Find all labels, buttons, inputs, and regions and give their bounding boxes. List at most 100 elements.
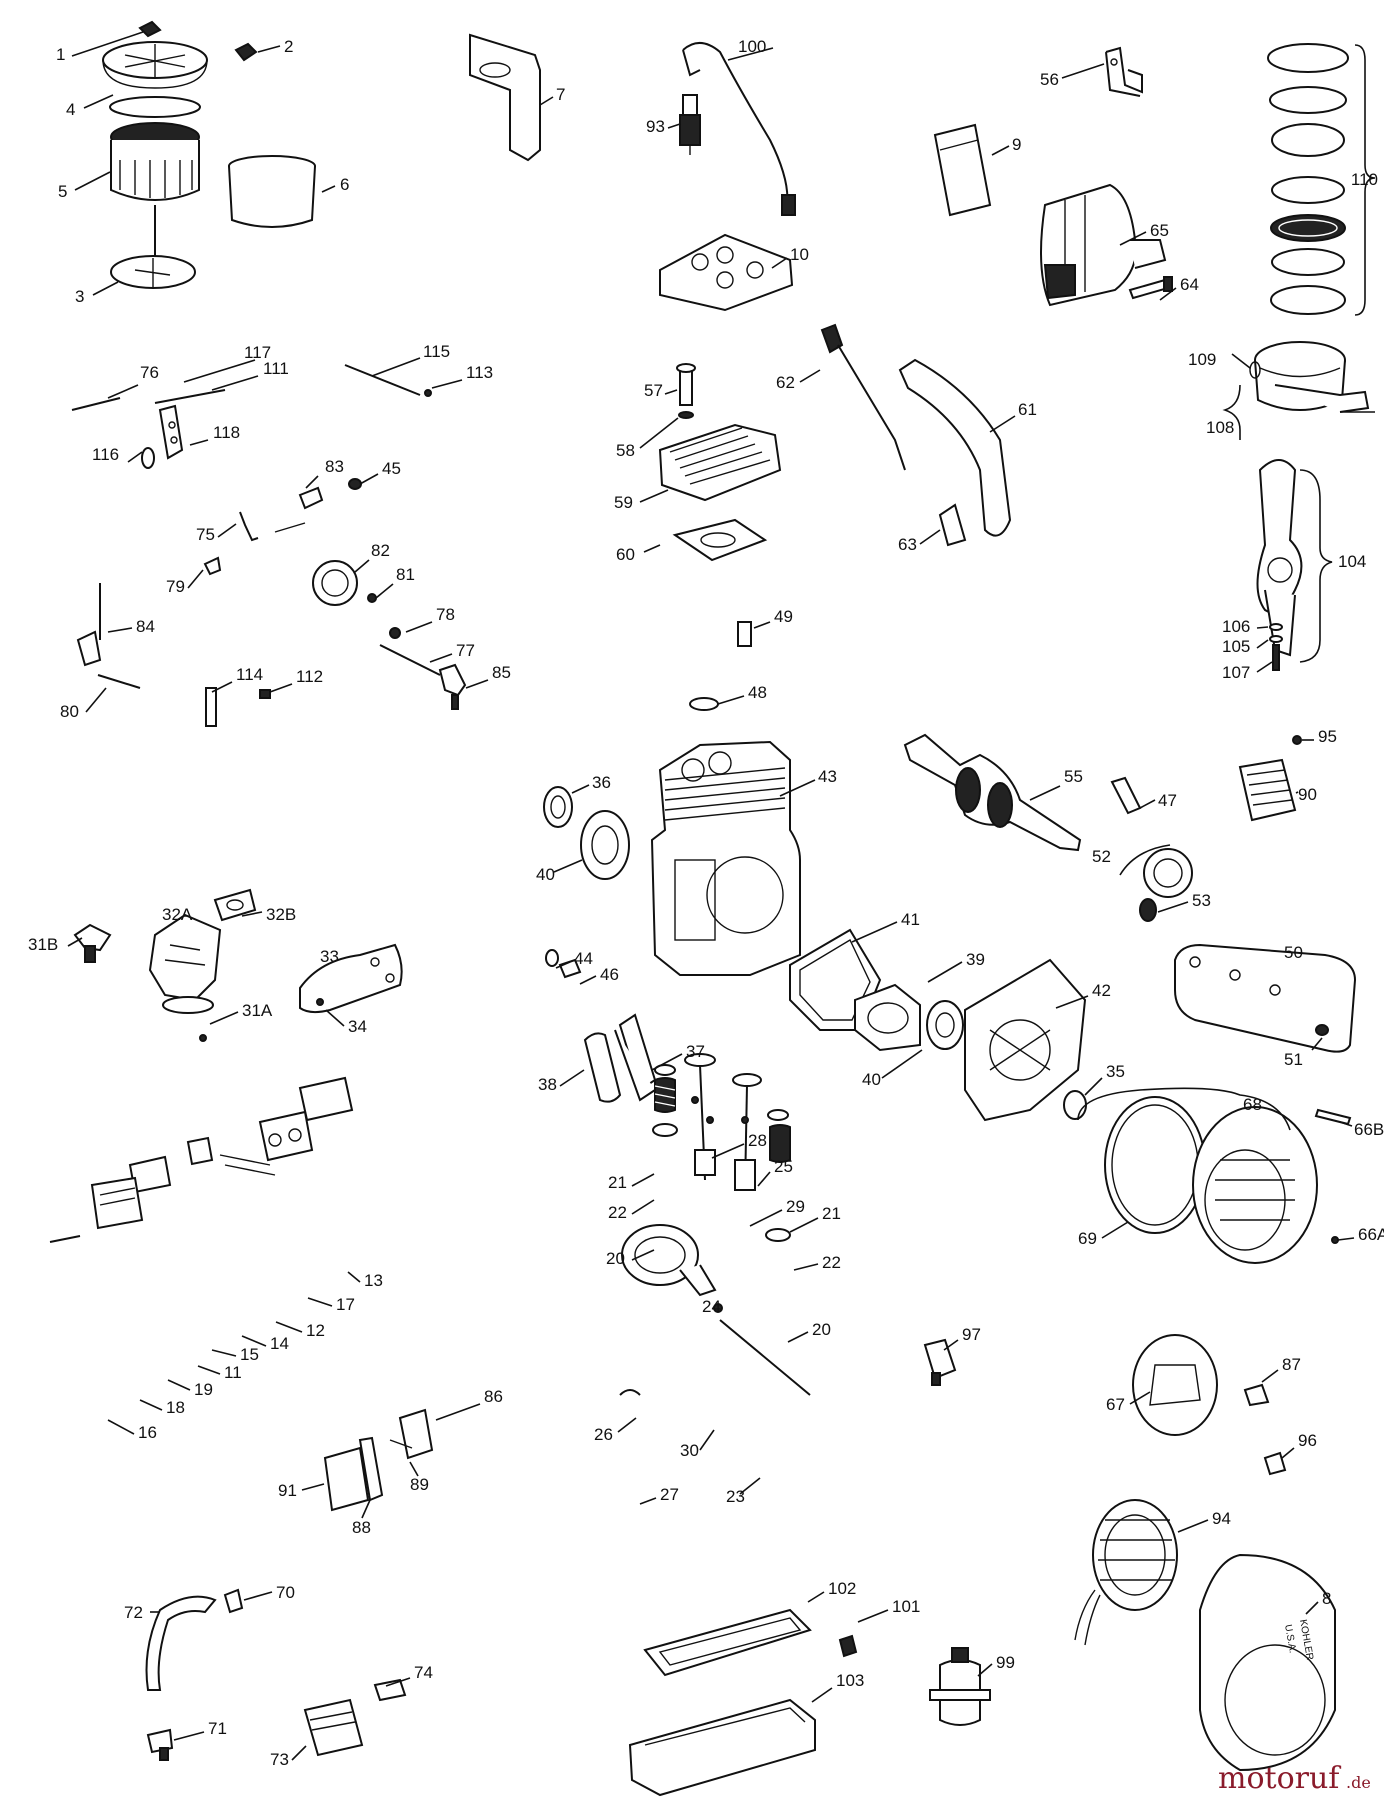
- leader-line-32B: [241, 911, 263, 917]
- leader-line-77: [429, 653, 453, 663]
- callout-21a: 21: [608, 1173, 627, 1192]
- callout-114: 114: [236, 665, 263, 684]
- oil-pan-gasket: [643, 1608, 812, 1677]
- leader-line-81: [375, 583, 394, 599]
- flywheel-ring-gear: [1104, 1096, 1206, 1234]
- air-cleaner-cover: [102, 20, 208, 89]
- valve-cover-38: [583, 1032, 622, 1103]
- callout-82: 82: [371, 541, 390, 560]
- cam-bushing: [689, 621, 752, 711]
- leader-line-105: [1256, 639, 1269, 649]
- leader-line-8: [1305, 1601, 1319, 1615]
- watermark-name: motoruf: [1218, 1761, 1341, 1796]
- callout-52: 52: [1092, 847, 1111, 866]
- callout-22a: 22: [608, 1203, 627, 1222]
- callout-112: 112: [296, 667, 323, 686]
- callout-30: 30: [680, 1441, 699, 1460]
- leader-line-85: [465, 679, 489, 689]
- air-cleaner-element: [110, 122, 200, 265]
- leader-line-42: [1055, 995, 1089, 1009]
- drain-plug: [838, 1634, 858, 1658]
- leader-line-91: [301, 1483, 325, 1491]
- leader-line-43: [779, 779, 816, 797]
- callout-34: 34: [348, 1017, 367, 1036]
- callout-4: 4: [66, 100, 75, 119]
- leader-line-28: [711, 1143, 745, 1159]
- fuel-line: [145, 1595, 217, 1691]
- callout-40b: 40: [862, 1070, 881, 1089]
- callout-56: 56: [1040, 70, 1059, 89]
- leader-line-97: [943, 1339, 959, 1351]
- callout-12: 12: [306, 1321, 325, 1340]
- callout-59: 59: [614, 493, 633, 512]
- mounting-bracket: [469, 33, 541, 162]
- leader-line-5: [74, 171, 111, 191]
- callout-51: 51: [1284, 1050, 1303, 1069]
- callout-20b: 20: [812, 1320, 831, 1339]
- callout-77: 77: [456, 641, 475, 660]
- closure-bearing: [926, 1000, 964, 1050]
- callout-24: 24: [702, 1297, 721, 1316]
- leader-line-73: [291, 1745, 307, 1761]
- callout-69: 69: [1078, 1229, 1097, 1248]
- leader-line-9: [991, 145, 1010, 156]
- leader-line-23: [739, 1477, 761, 1495]
- leader-line-7: [539, 96, 554, 106]
- wing-nut: [234, 42, 258, 62]
- oil-seal: [543, 786, 573, 828]
- callout-102: 102: [828, 1579, 856, 1598]
- leader-line-22a: [631, 1199, 655, 1215]
- leader-line-22b: [793, 1263, 819, 1271]
- leader-line-89: [409, 1461, 419, 1477]
- blower-housing: [1199, 1553, 1336, 1772]
- callout-19: 19: [194, 1380, 213, 1399]
- callout-107: 107: [1222, 663, 1250, 682]
- leader-line-47: [1139, 799, 1156, 809]
- leader-line-21b: [789, 1217, 819, 1233]
- callout-90: 90: [1298, 785, 1317, 804]
- leader-line-15: [211, 1349, 237, 1357]
- leader-line-106: [1256, 626, 1269, 629]
- leader-line-38: [559, 1069, 585, 1087]
- callout-63: 63: [898, 535, 917, 554]
- piston-assembly: [1222, 341, 1375, 440]
- callout-28: 28: [748, 1131, 767, 1150]
- callout-5: 5: [58, 182, 67, 201]
- callout-115: 115: [423, 342, 450, 361]
- callout-44: 44: [574, 949, 593, 968]
- leader-line-66A: [1337, 1237, 1355, 1241]
- leader-line-31B: [67, 937, 83, 947]
- callout-15: 15: [240, 1345, 259, 1364]
- leader-line-109: [1231, 353, 1251, 369]
- leader-line-21a: [631, 1173, 655, 1187]
- callout-47: 47: [1158, 791, 1177, 810]
- leader-line-19: [167, 1379, 191, 1391]
- callout-66B: 66B: [1354, 1120, 1384, 1139]
- spark-plug: [679, 94, 701, 155]
- breather-gasket: [938, 503, 967, 547]
- leader-line-12: [275, 1321, 303, 1333]
- callout-25: 25: [774, 1157, 793, 1176]
- leader-line-112: [269, 683, 293, 693]
- leader-line-20b: [787, 1331, 809, 1343]
- shroud-stamp-line2: U.S.A.: [1282, 1624, 1298, 1654]
- callout-78: 78: [436, 605, 455, 624]
- callout-58: 58: [616, 441, 635, 460]
- callout-57: 57: [644, 381, 663, 400]
- callout-99: 99: [996, 1653, 1015, 1672]
- crank-gear: [1119, 844, 1193, 922]
- callout-49: 49: [774, 607, 793, 626]
- leader-line-6: [321, 185, 336, 193]
- callout-86: 86: [484, 1387, 503, 1406]
- callout-11: 11: [224, 1363, 242, 1382]
- governor-parts: [203, 478, 467, 710]
- leader-line-26: [617, 1417, 637, 1433]
- leader-line-34: [325, 1009, 345, 1027]
- leader-line-36: [571, 784, 590, 794]
- leader-line-100: [727, 47, 774, 61]
- callout-81: 81: [396, 565, 415, 584]
- callout-75: 75: [196, 525, 215, 544]
- leader-line-16: [107, 1419, 135, 1435]
- fuel-pump: [303, 1698, 364, 1757]
